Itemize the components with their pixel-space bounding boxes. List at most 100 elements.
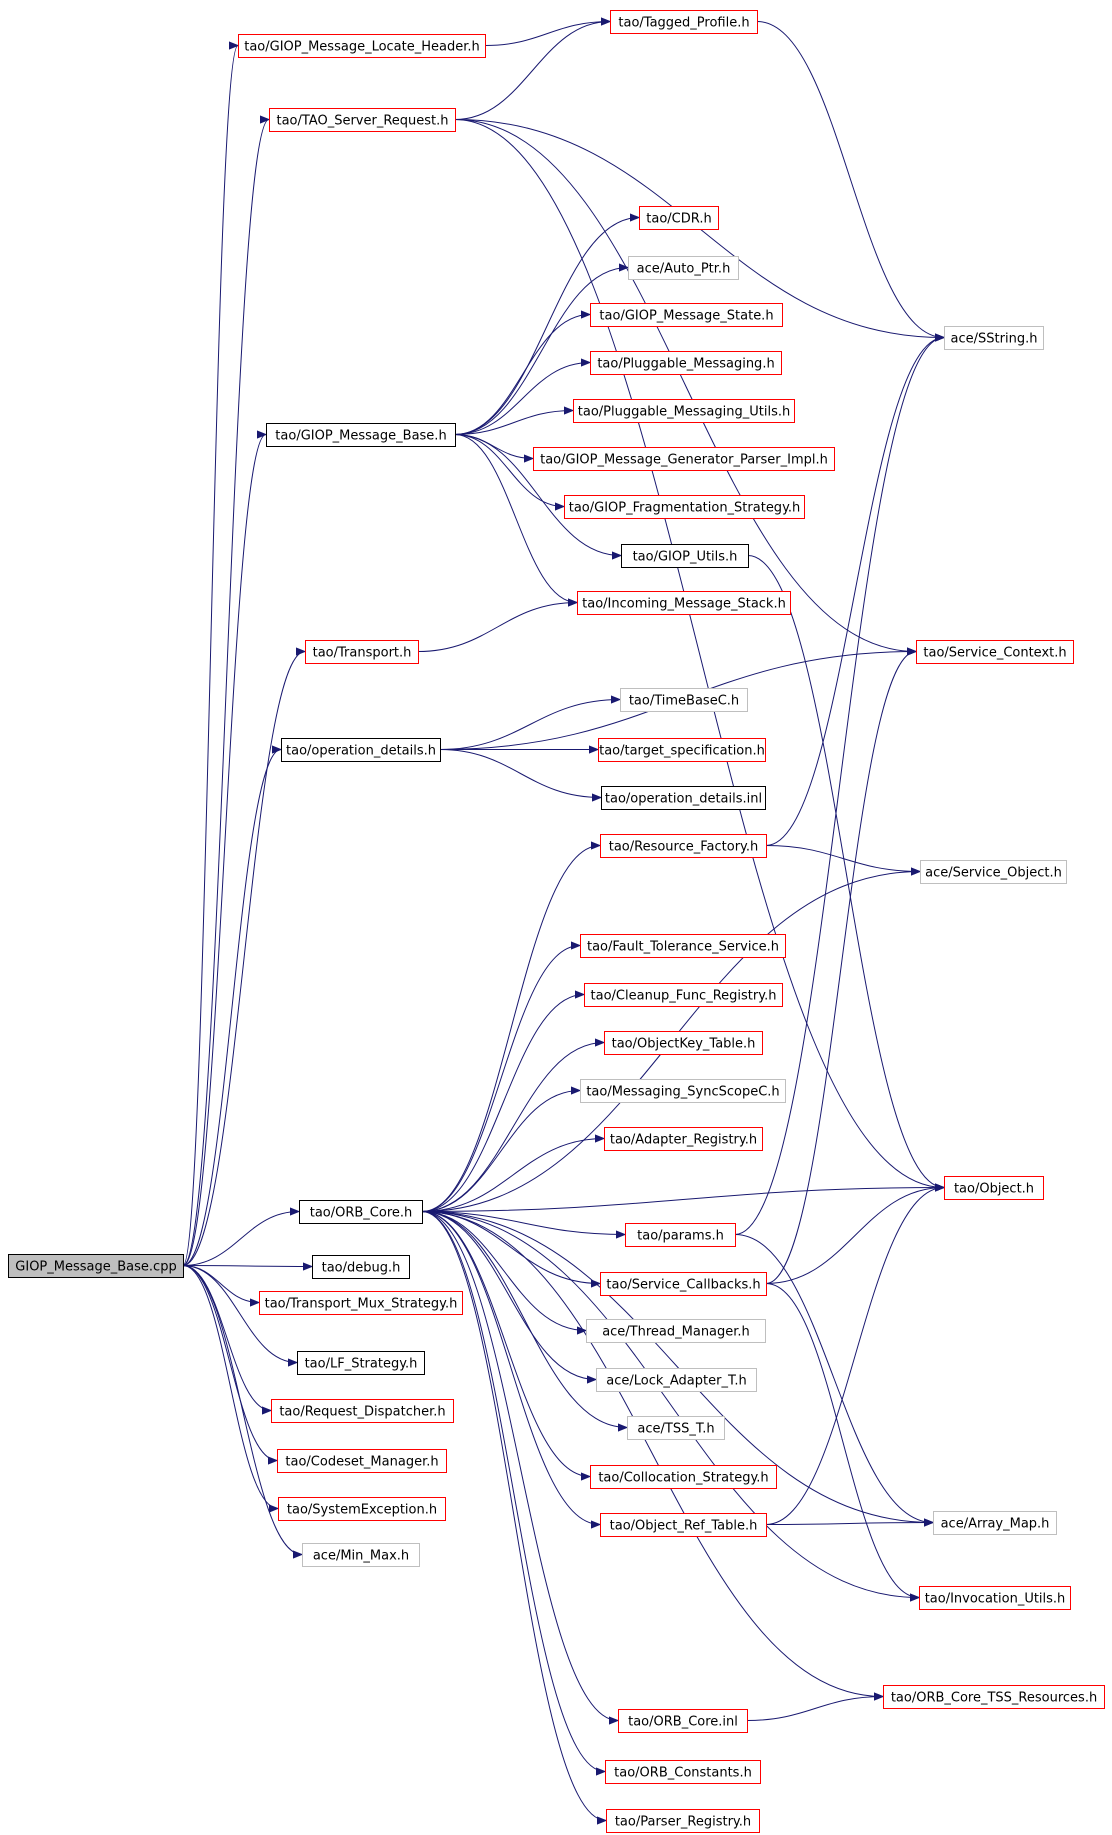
node-tao-request-dispatcher-h[interactable]: tao/Request_Dispatcher.h xyxy=(271,1399,454,1423)
node-label: tao/params.h xyxy=(637,1229,724,1244)
node-ace-lock-adapter-t-h[interactable]: ace/Lock_Adapter_T.h xyxy=(596,1368,757,1392)
node-tao-cdr-h[interactable]: tao/CDR.h xyxy=(639,206,719,230)
node-tao-giop-fragmentation-strategy-h[interactable]: tao/GIOP_Fragmentation_Strategy.h xyxy=(564,495,805,519)
node-label: GIOP_Message_Base.cpp xyxy=(15,1260,176,1275)
node-tao-giop-message-locate-header-h[interactable]: tao/GIOP_Message_Locate_Header.h xyxy=(238,34,486,58)
edge-tao-orb-core-h-to-ace-lock-adapter-t-h xyxy=(421,1211,596,1380)
node-box xyxy=(299,1200,423,1224)
node-ace-service-object-h[interactable]: ace/Service_Object.h xyxy=(920,860,1067,884)
node-tao-timebasec-h[interactable]: tao/TimeBaseC.h xyxy=(620,688,748,712)
node-box xyxy=(600,1272,767,1296)
node-tao-giop-utils-h[interactable]: tao/GIOP_Utils.h xyxy=(621,544,749,568)
node-tao-transport-mux-strategy-h[interactable]: tao/Transport_Mux_Strategy.h xyxy=(259,1291,463,1315)
node-label: tao/LF_Strategy.h xyxy=(305,1357,418,1372)
node-tao-collocation-strategy-h[interactable]: tao/Collocation_Strategy.h xyxy=(590,1465,777,1489)
node-tao-messaging-syncscopec-h[interactable]: tao/Messaging_SyncScopeC.h xyxy=(580,1079,786,1103)
node-tao-tao-server-request-h[interactable]: tao/TAO_Server_Request.h xyxy=(269,108,456,132)
node-tao-orb-core-h[interactable]: tao/ORB_Core.h xyxy=(299,1200,423,1224)
node-tao-giop-message-generator-parser-impl-h[interactable]: tao/GIOP_Message_Generator_Parser_Impl.h xyxy=(533,447,835,471)
edge-tao-orb-core-h-to-tao-orb-constants-h xyxy=(421,1211,605,1772)
node-label: tao/GIOP_Message_Locate_Header.h xyxy=(244,40,480,55)
node-box xyxy=(590,1465,777,1489)
node-ace-array-map-h[interactable]: ace/Array_Map.h xyxy=(933,1511,1057,1535)
node-tao-pluggable-messaging-utils-h[interactable]: tao/Pluggable_Messaging_Utils.h xyxy=(573,399,795,423)
node-tao-target-specification-h[interactable]: tao/target_specification.h xyxy=(598,738,766,762)
node-tao-debug-h[interactable]: tao/debug.h xyxy=(312,1255,410,1279)
node-label: tao/Object.h xyxy=(954,1182,1034,1197)
node-ace-auto-ptr-h[interactable]: ace/Auto_Ptr.h xyxy=(628,256,739,280)
node-giop-message-base-cpp[interactable]: GIOP_Message_Base.cpp xyxy=(8,1254,184,1278)
node-tao-systemexception-h[interactable]: tao/SystemException.h xyxy=(278,1497,446,1521)
node-label: tao/ORB_Constants.h xyxy=(614,1766,752,1781)
node-tao-params-h[interactable]: tao/params.h xyxy=(625,1223,736,1247)
node-box xyxy=(628,256,739,280)
node-ace-sstring-h[interactable]: ace/SString.h xyxy=(944,326,1044,350)
node-tao-object-h[interactable]: tao/Object.h xyxy=(944,1176,1044,1200)
node-tao-invocation-utils-h[interactable]: tao/Invocation_Utils.h xyxy=(919,1586,1071,1610)
node-ace-min-max-h[interactable]: ace/Min_Max.h xyxy=(302,1543,420,1567)
node-tao-objectkey-table-h[interactable]: tao/ObjectKey_Table.h xyxy=(604,1031,763,1055)
node-label: ace/Thread_Manager.h xyxy=(602,1325,750,1340)
node-tao-service-callbacks-h[interactable]: tao/Service_Callbacks.h xyxy=(600,1272,767,1296)
node-tao-lf-strategy-h[interactable]: tao/LF_Strategy.h xyxy=(297,1351,425,1375)
edge-tao-tao-server-request-h-to-tao-tagged-profile-h xyxy=(454,22,610,120)
node-tao-adapter-registry-h[interactable]: tao/Adapter_Registry.h xyxy=(604,1127,763,1151)
node-label: tao/Request_Dispatcher.h xyxy=(279,1405,445,1420)
edge-tao-orb-core-h-to-tao-service-callbacks-h xyxy=(421,1211,600,1284)
node-tao-giop-message-base-h[interactable]: tao/GIOP_Message_Base.h xyxy=(266,423,456,447)
edge-tao-giop-message-base-h-to-tao-incoming-message-stack-h xyxy=(454,434,577,603)
node-tao-cleanup-func-registry-h[interactable]: tao/Cleanup_Func_Registry.h xyxy=(584,983,783,1007)
node-ace-tss-t-h[interactable]: ace/TSS_T.h xyxy=(627,1416,725,1440)
edge-layer xyxy=(182,22,944,1821)
edge-giop-message-base-cpp-to-ace-min-max-h xyxy=(182,1265,302,1555)
node-label: tao/ORB_Core_TSS_Resources.h xyxy=(891,1691,1097,1706)
edge-tao-transport-h-to-tao-incoming-message-stack-h xyxy=(417,603,577,652)
edge-tao-giop-message-locate-header-h-to-tao-tagged-profile-h xyxy=(484,22,610,46)
edge-tao-orb-core-h-to-tao-orb-core-inl xyxy=(421,1211,618,1721)
node-tao-object-ref-table-h[interactable]: tao/Object_Ref_Table.h xyxy=(600,1513,767,1537)
node-box xyxy=(627,1416,725,1440)
node-box xyxy=(573,399,795,423)
node-box xyxy=(312,1255,410,1279)
edge-tao-orb-core-h-to-tao-messaging-syncscopec-h xyxy=(421,1091,580,1212)
node-tao-operation-details-h[interactable]: tao/operation_details.h xyxy=(281,738,441,762)
edge-tao-orb-core-h-to-tao-resource-factory-h xyxy=(421,846,600,1212)
edge-tao-operation-details-h-to-tao-timebasec-h xyxy=(439,700,620,750)
edge-tao-service-callbacks-h-to-tao-invocation-utils-h xyxy=(765,1283,919,1598)
node-tao-pluggable-messaging-h[interactable]: tao/Pluggable_Messaging.h xyxy=(590,351,782,375)
node-tao-incoming-message-stack-h[interactable]: tao/Incoming_Message_Stack.h xyxy=(577,591,791,615)
node-label: tao/Transport.h xyxy=(313,646,412,661)
node-box xyxy=(580,934,786,958)
edge-tao-orb-core-h-to-tao-adapter-registry-h xyxy=(421,1139,604,1212)
node-tao-service-context-h[interactable]: tao/Service_Context.h xyxy=(916,640,1074,664)
node-tao-fault-tolerance-service-h[interactable]: tao/Fault_Tolerance_Service.h xyxy=(580,934,786,958)
edge-tao-tao-server-request-h-to-tao-object-h xyxy=(454,119,944,1188)
edge-tao-orb-core-h-to-tao-object-h xyxy=(421,1188,944,1212)
node-ace-thread-manager-h[interactable]: ace/Thread_Manager.h xyxy=(586,1319,766,1343)
node-tao-parser-registry-h[interactable]: tao/Parser_Registry.h xyxy=(606,1809,760,1833)
node-label: tao/Collocation_Strategy.h xyxy=(598,1471,768,1486)
node-tao-transport-h[interactable]: tao/Transport.h xyxy=(305,640,419,664)
node-box xyxy=(271,1399,454,1423)
node-tao-codeset-manager-h[interactable]: tao/Codeset_Manager.h xyxy=(277,1449,447,1473)
edge-giop-message-base-cpp-to-tao-giop-message-base-h xyxy=(182,435,267,1266)
edge-tao-service-callbacks-h-to-tao-object-h xyxy=(765,1188,944,1284)
node-tao-orb-constants-h[interactable]: tao/ORB_Constants.h xyxy=(605,1760,761,1784)
node-label: tao/Service_Context.h xyxy=(923,646,1066,661)
node-label: tao/target_specification.h xyxy=(599,744,765,759)
edge-tao-object-ref-table-h-to-tao-object-h xyxy=(765,1188,944,1525)
node-tao-resource-factory-h[interactable]: tao/Resource_Factory.h xyxy=(600,834,767,858)
node-box xyxy=(916,640,1074,664)
node-box xyxy=(238,34,486,58)
node-label: tao/Incoming_Message_Stack.h xyxy=(582,597,786,612)
node-tao-giop-message-state-h[interactable]: tao/GIOP_Message_State.h xyxy=(590,303,783,327)
node-label: tao/GIOP_Fragmentation_Strategy.h xyxy=(569,501,801,516)
node-tao-operation-details-inl[interactable]: tao/operation_details.inl xyxy=(601,786,766,810)
node-tao-tagged-profile-h[interactable]: tao/Tagged_Profile.h xyxy=(610,10,758,34)
edge-tao-orb-core-h-to-tao-fault-tolerance-service-h xyxy=(421,946,580,1212)
node-box xyxy=(605,1760,761,1784)
node-tao-orb-core-tss-resources-h[interactable]: tao/ORB_Core_TSS_Resources.h xyxy=(883,1685,1105,1709)
node-tao-orb-core-inl[interactable]: tao/ORB_Core.inl xyxy=(618,1709,748,1733)
node-box xyxy=(639,206,719,230)
